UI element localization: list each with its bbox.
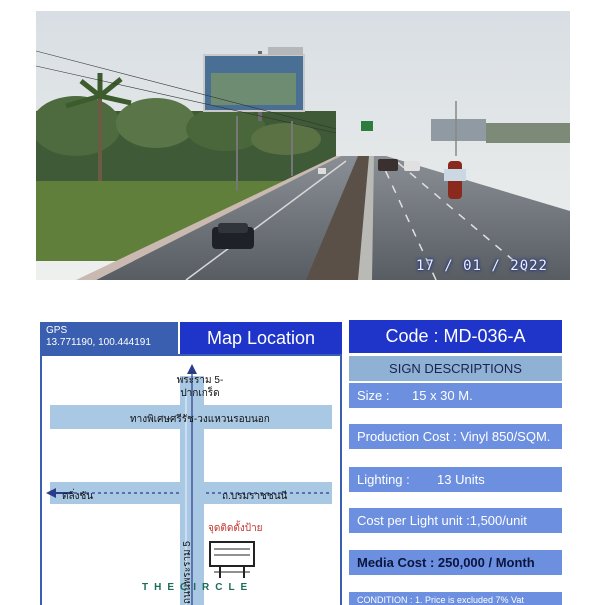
gps-label: GPS [46,325,68,336]
photo-date-stamp: 17 / 01 / 2022 [415,258,548,274]
location-map: พระราม 5- ปากเกร็ด ทางพิเศษศรีรัช-วงแหวน… [40,354,342,605]
roadside-photo-illustration [36,11,570,280]
map-roads [46,364,332,605]
gps-coordinates: 13.771190, 100.444191 [46,337,151,348]
billboard-icon [209,541,255,578]
west-arrow-icon [46,488,56,498]
brand-logo-text: THECIRCLE [142,582,247,594]
lighting-label: Lighting : [357,472,410,487]
lighting-value: 13 Units [437,472,485,487]
size-row: Size : 15 x 30 M. [349,383,562,408]
label-billboard-site: จุดติดตั้งป้าย [208,523,263,534]
gps-box: GPS 13.771190, 100.444191 [40,322,178,354]
billboard-code: Code : MD-036-A [349,320,562,353]
label-main-road: ถนนพระราม 5 [182,541,193,604]
label-west-destination: ตลิ่งชัน [62,491,94,502]
sign-descriptions-heading: SIGN DESCRIPTIONS [349,356,562,381]
label-north-line1: พระราม 5- [176,375,224,386]
media-cost-row: Media Cost : 250,000 / Month [349,550,562,575]
billboard-photo: 17 / 01 / 2022 [36,11,570,280]
north-arrow-icon [187,364,197,374]
label-cross-road: ถ.บรมราชชนนี [222,491,288,502]
label-expressway: ทางพิเศษศรีรัช-วงแหวนรอบนอก [130,414,270,425]
lighting-row: Lighting : 13 Units [349,467,562,492]
size-label: Size : [357,388,390,403]
cost-per-light-row: Cost per Light unit :1,500/unit [349,508,562,533]
label-north-destination: พระราม 5- ปากเกร็ด [170,374,230,400]
map-location-title: Map Location [180,322,342,354]
label-north-line2: ปากเกร็ด [180,388,220,399]
condition-row: CONDITION : 1. Price is excluded 7% Vat [349,592,562,605]
size-value: 15 x 30 M. [412,388,473,403]
production-cost-row: Production Cost : Vinyl 850/SQM. [349,424,562,449]
